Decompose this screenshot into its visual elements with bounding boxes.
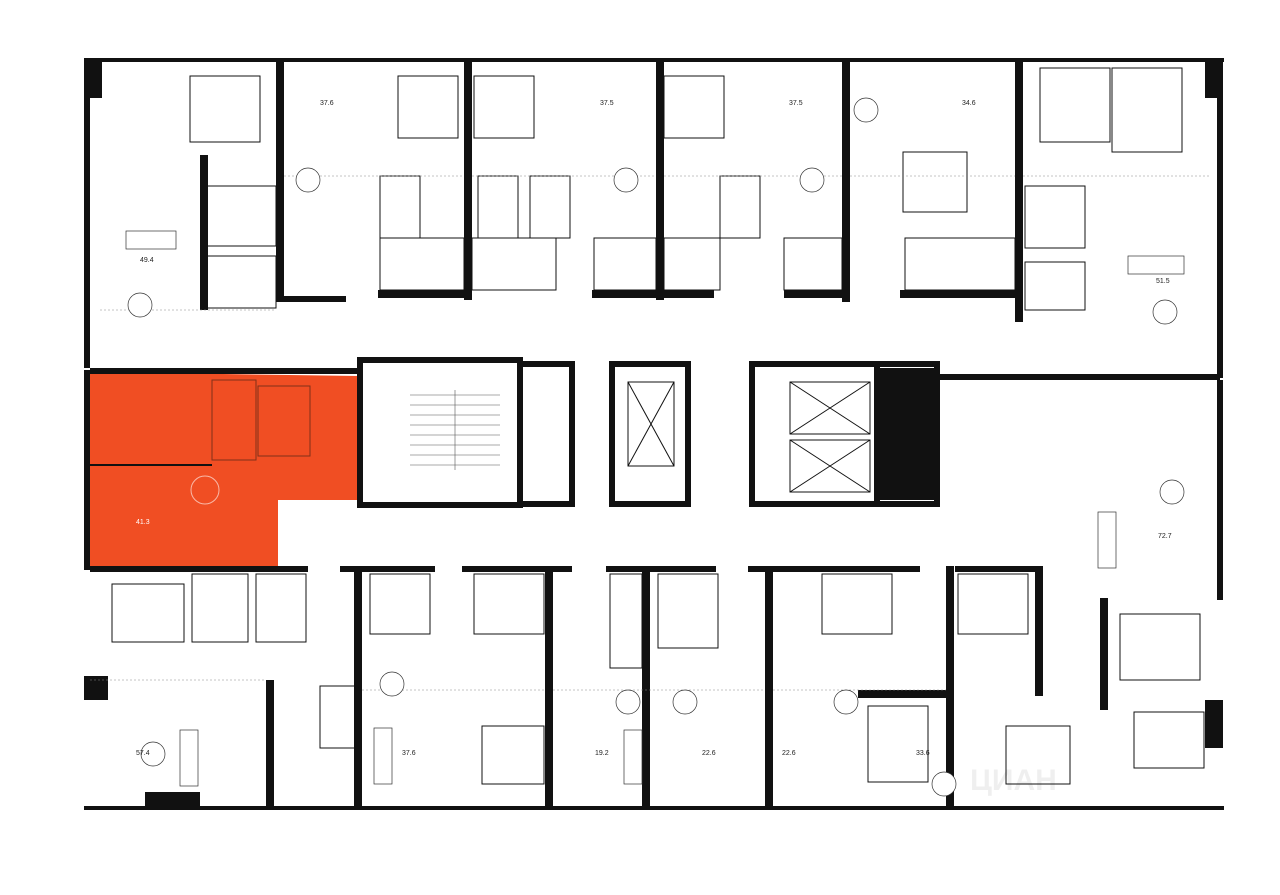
top-interiors: [100, 67, 1210, 311]
outer-walls: [84, 58, 1224, 810]
area-label-a12: 22.6: [702, 750, 716, 757]
apartment-a7-selected[interactable]: [90, 372, 358, 566]
area-label-a5: 34.6: [962, 100, 976, 107]
area-label-a10: 37.6: [402, 750, 416, 757]
area-label-a1: 49.4: [140, 257, 154, 264]
area-label-a7: 41.3: [136, 519, 150, 526]
area-label-a3: 37.5: [600, 100, 614, 107]
area-label-a14: 33.6: [916, 750, 930, 757]
lift-shafts: [627, 368, 934, 500]
watermark: ЦИАН: [970, 764, 1057, 797]
area-label-a2: 37.6: [320, 100, 334, 107]
area-label-a11: 19.2: [595, 750, 609, 757]
area-label-a13: 22.6: [782, 750, 796, 757]
bottom-party-walls: [266, 566, 1108, 810]
bottom-interiors: [90, 573, 1205, 785]
top-party-walls: [200, 62, 1023, 322]
building-core: [357, 357, 940, 508]
area-label-a6: 51.5: [1156, 278, 1170, 285]
area-label-a9: 57.4: [136, 750, 150, 757]
corridor-walls: [90, 368, 1220, 572]
furniture: [125, 97, 1185, 797]
stair-treads: [410, 390, 500, 470]
area-label-a4: 37.5: [789, 100, 803, 107]
area-labels: 49.4 37.6 37.5 37.5 34.6 51.5 41.3 72.7 …: [136, 100, 1172, 757]
area-label-a8: 72.7: [1158, 533, 1172, 540]
